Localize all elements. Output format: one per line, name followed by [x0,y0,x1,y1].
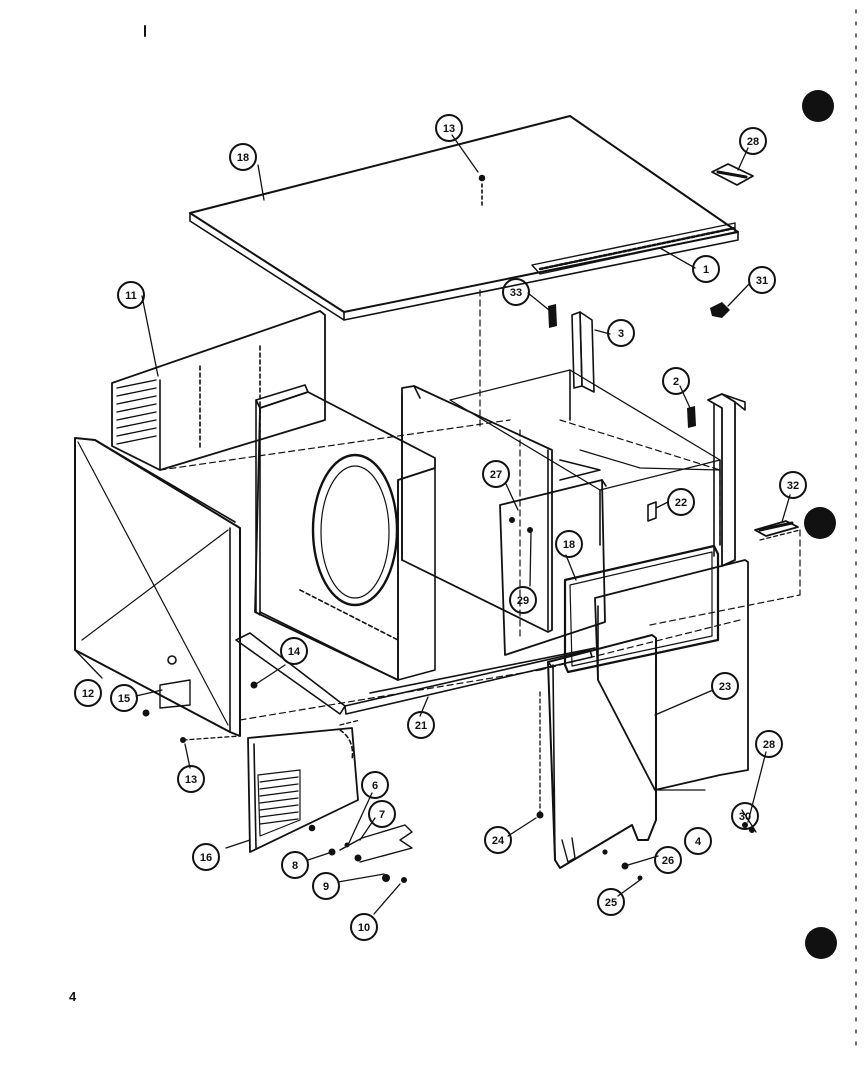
callout-label: 10 [358,922,370,934]
callout-label: 13 [185,774,197,786]
corner-post [707,393,746,567]
filter-18 [563,544,720,674]
callout-label: 8 [292,860,298,872]
callout-28-bot: 28 [755,730,783,758]
callout-23: 23 [711,672,739,700]
rear-grille-panel [111,310,326,471]
callout-label: 18 [563,539,575,551]
callout-8: 8 [281,851,309,879]
callout-21: 21 [407,711,435,739]
bracket-33 [548,304,557,328]
callout-6: 6 [361,771,389,799]
callout-label: 32 [787,480,799,492]
callout-22: 22 [667,488,695,516]
callout-label: 11 [125,290,137,302]
callout-15: 15 [110,684,138,712]
callout-32: 32 [779,471,807,499]
lower-grille-panel [247,727,359,853]
callout-label: 30 [739,811,751,823]
callout-31: 31 [748,266,776,294]
clip-22 [647,501,657,522]
callout-label: 33 [510,287,522,299]
bracket-28-top [711,163,754,186]
callout-33: 33 [502,278,530,306]
fan-shroud [254,384,436,681]
front-panel-23 [547,634,706,869]
callout-label: 16 [200,852,212,864]
callout-25: 25 [597,888,625,916]
callout-label: 27 [490,469,502,481]
callout-10: 10 [350,913,378,941]
callout-label: 31 [756,275,768,287]
callout-24: 24 [484,826,512,854]
callout-label: 23 [719,681,731,693]
callout-3: 3 [607,319,635,347]
callout-label: 12 [82,688,94,700]
callout-1: 1 [692,255,720,283]
callout-label: 14 [288,646,301,658]
base-pan [235,632,596,715]
callout-label: 3 [618,328,624,340]
clip-31 [710,302,730,318]
callout-30: 30 [731,802,759,830]
callout-27: 27 [482,460,510,488]
callout-label: 24 [492,835,505,847]
callout-26-a: 26 [654,846,682,874]
callout-7: 7 [368,800,396,828]
callout-label: 6 [372,780,378,792]
front-right-panel [594,559,749,791]
callout-label: 25 [605,897,617,909]
callout-12: 12 [74,679,102,707]
clip-2 [687,406,696,428]
callout-18-mid: 18 [555,530,583,558]
bracket-32 [754,520,799,537]
callout-14: 14 [280,637,308,665]
access-panel-27 [499,479,607,656]
callout-11: 11 [117,281,145,309]
callout-label: 7 [379,809,385,821]
callout-28-top: 28 [739,127,767,155]
callout-label: 13 [443,123,455,135]
callout-13-bot: 13 [177,765,205,793]
page-number: 4 [69,989,77,1004]
callout-label: 15 [118,693,130,705]
binder-hole [805,927,837,959]
callout-29: 29 [509,586,537,614]
callout-13-top: 13 [435,114,463,142]
top-cover [189,115,739,321]
callout-label: 28 [763,739,775,751]
callout-label: 28 [747,136,759,148]
callout-label: 4 [695,836,702,848]
callout-label: 2 [673,376,679,388]
callout-18-top: 18 [229,143,257,171]
callout-label: 9 [323,881,329,893]
divider-panel [401,385,553,633]
binder-hole [802,90,834,122]
interior-frame [449,369,721,546]
binder-hole [804,507,836,539]
control-bracket [339,824,413,863]
callout-label: 18 [237,152,249,164]
callout-label: 22 [675,497,687,509]
callout-label: 1 [703,264,709,276]
callout-9: 9 [312,872,340,900]
callout-label: 26 [662,855,674,867]
callout-label: 29 [517,595,529,607]
callout-2: 2 [662,367,690,395]
hardware [142,681,755,883]
callout-16: 16 [192,843,220,871]
channel-3 [571,311,595,393]
leader-lines [74,134,801,915]
callout-label: 21 [415,720,427,732]
callout-4: 4 [684,827,712,855]
